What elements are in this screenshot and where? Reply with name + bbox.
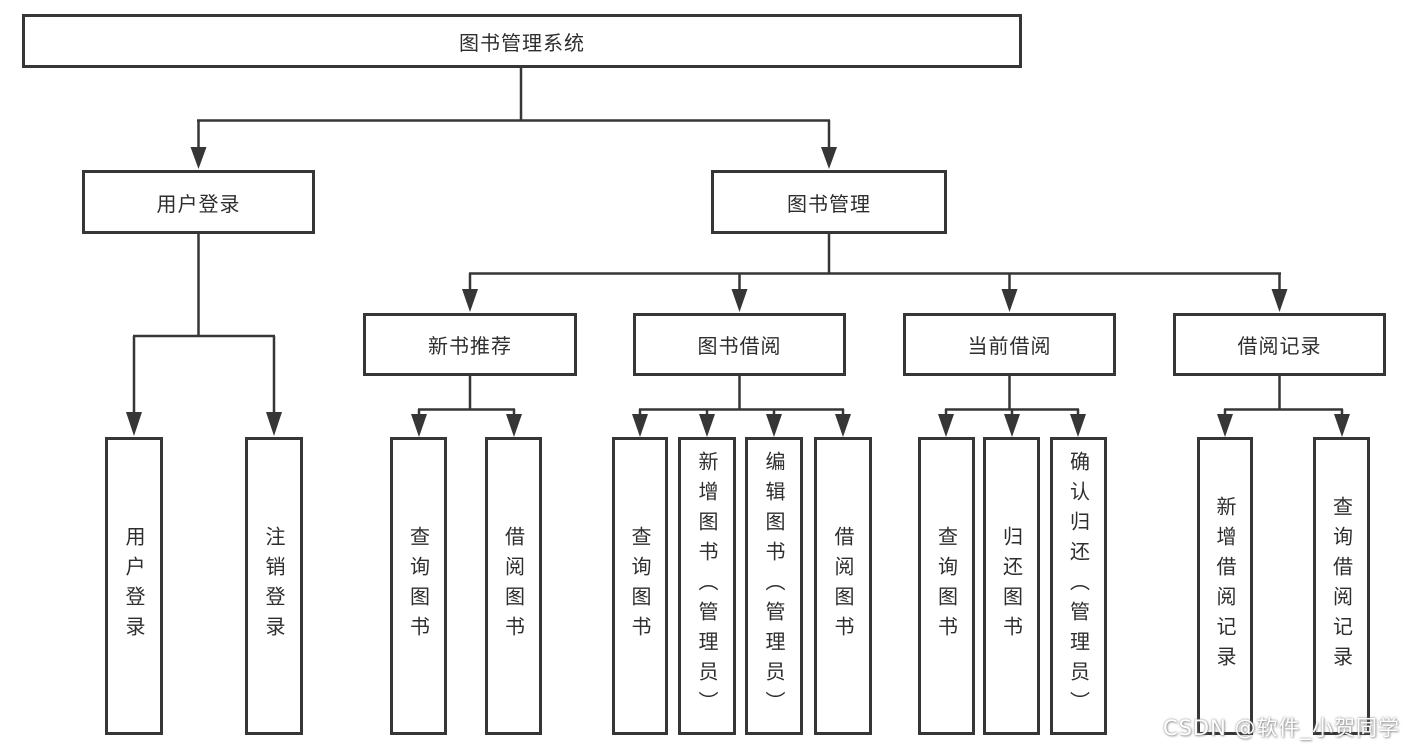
leaf-label: 查询图书 [628,526,652,646]
leaf-borrow-books: 借阅图书 [814,437,872,735]
leaf-label: 归还图书 [999,526,1024,646]
leaf-query-books-current: 查询图书 [918,437,975,735]
leaf-label: 新增借阅记录 [1213,496,1237,676]
node-label: 图书管理系统 [459,30,585,55]
node-label: 借阅记录 [1237,334,1322,358]
node-user-login: 用户登录 [82,170,315,234]
leaf-label: 查询图书 [934,526,959,646]
node-library-system-root: 图书管理系统 [22,14,1022,68]
leaf-add-book-admin: 新增图书（管理员） [678,437,736,735]
leaf-label: 注销登录 [262,526,286,646]
node-label: 图书借阅 [697,334,782,358]
csdn-watermark: CSDN @软件_小贺同学 [1162,716,1400,740]
node-label: 用户登录 [156,191,241,216]
leaf-borrow-books-recommend: 借阅图书 [485,437,542,735]
leaf-label: 用户登录 [122,526,146,646]
node-current-borrow: 当前借阅 [903,313,1116,376]
leaf-label: 新增图书（管理员） [695,451,719,721]
node-label: 新书推荐 [428,334,512,358]
leaf-add-borrow-record: 新增借阅记录 [1197,437,1253,735]
leaf-logout: 注销登录 [245,437,303,735]
leaf-label: 编辑图书（管理员） [762,451,786,721]
node-book-management: 图书管理 [711,170,947,234]
node-label: 当前借阅 [967,334,1052,358]
leaf-edit-book-admin: 编辑图书（管理员） [745,437,803,735]
node-borrow-records: 借阅记录 [1173,313,1386,376]
node-book-borrow: 图书借阅 [633,313,846,376]
leaf-label: 借阅图书 [831,526,855,646]
leaf-label: 查询图书 [406,526,431,646]
arrowheads [126,147,1350,437]
node-label: 图书管理 [787,191,871,216]
leaf-return-books: 归还图书 [983,437,1040,735]
leaf-query-books-borrow: 查询图书 [612,437,668,735]
node-new-book-recommend: 新书推荐 [363,313,577,376]
leaf-query-books-recommend: 查询图书 [390,437,447,735]
leaf-user-login: 用户登录 [105,437,163,735]
leaf-confirm-return-admin: 确认归还（管理员） [1050,437,1107,735]
leaf-label: 查询借阅记录 [1329,496,1354,676]
leaf-query-borrow-record: 查询借阅记录 [1313,437,1370,735]
leaf-label: 借阅图书 [501,526,526,646]
leaf-label: 确认归还（管理员） [1066,451,1091,721]
